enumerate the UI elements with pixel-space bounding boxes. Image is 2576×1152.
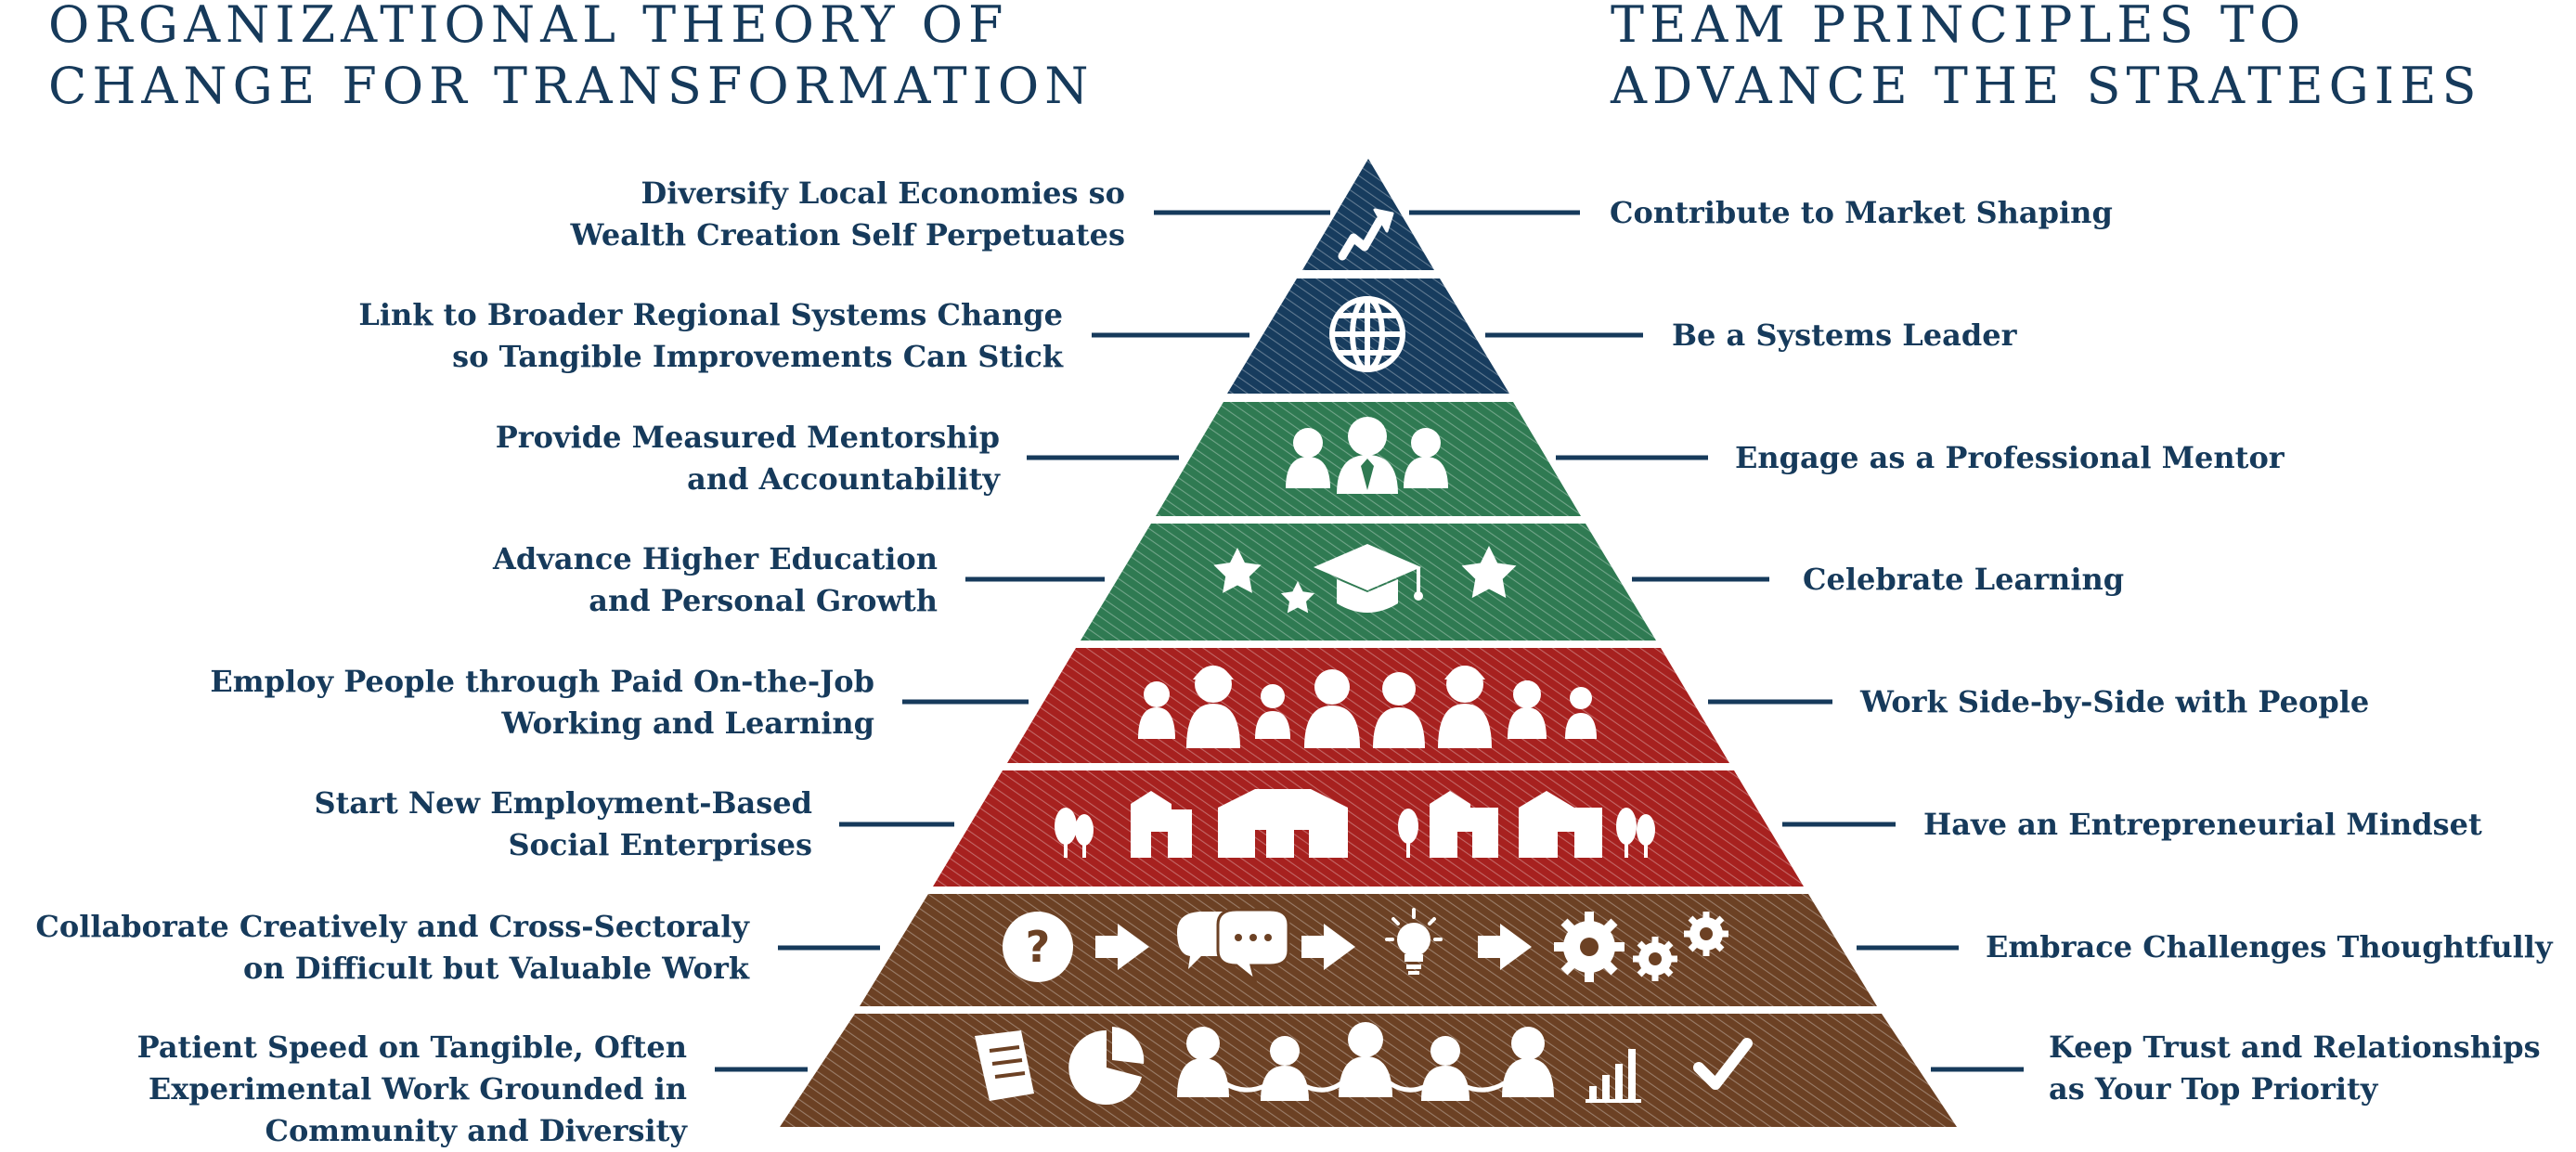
people-chain-icon — [1177, 1022, 1554, 1101]
strategy-label-8-line-3: Community and Diversity — [265, 1113, 687, 1148]
strategy-label-1: Diversify Local Economies so Wealth Crea… — [571, 173, 1126, 256]
principle-label-3: Engage as a Professional Mentor — [1735, 437, 2285, 479]
document-icon — [975, 1030, 1034, 1101]
worker-group-icon — [1138, 666, 1597, 748]
strategy-label-2-line-1: Link to Broader Regional Systems Change — [358, 297, 1063, 332]
strategy-label-3-line-1: Provide Measured Mentorship — [495, 420, 1000, 455]
strategy-label-6-line-1: Start New Employment-Based — [314, 785, 813, 821]
graduation-cap-icon — [1314, 544, 1423, 613]
tier-2-systems — [1092, 278, 1643, 394]
left-heading-line-1: ORGANIZATIONAL THEORY OF — [48, 0, 1009, 54]
star-icon — [1461, 546, 1517, 599]
strategy-label-5-line-2: Working and Learning — [501, 705, 874, 741]
strategy-label-4: Advance Higher Education and Personal Gr… — [493, 538, 938, 622]
speech-bubbles-icon — [1177, 908, 1290, 984]
star-icon — [1280, 581, 1315, 614]
tier-3-mentorship — [1027, 402, 1708, 516]
tier-1-market — [1154, 159, 1580, 270]
strategy-label-7: Collaborate Creatively and Cross-Sectora… — [35, 906, 749, 990]
strategy-label-6: Start New Employment-Based Social Enterp… — [315, 783, 813, 866]
right-heading: TEAM PRINCIPLES TO ADVANCE THE STRATEGIE… — [1611, 0, 2482, 117]
principle-label-8-line-1: Keep Trust and Relationships — [2049, 1029, 2541, 1065]
buildings-and-trees-icon — [1055, 789, 1655, 858]
bar-chart-icon — [1586, 1049, 1641, 1103]
principle-label-5-line-1: Work Side-by-Side with People — [1860, 684, 2370, 719]
principle-label-3-line-1: Engage as a Professional Mentor — [1735, 440, 2285, 475]
globe-icon — [1329, 296, 1405, 372]
star-icon — [1213, 548, 1262, 593]
tier-7-collaboration: ? — [778, 894, 1959, 1006]
mentor-group-icon — [1286, 417, 1448, 494]
principle-label-2-line-1: Be a Systems Leader — [1672, 317, 2017, 353]
tier-5-employment — [902, 648, 1832, 763]
svg-text:?: ? — [1026, 922, 1051, 972]
principle-label-7: Embrace Challenges Thoughtfully — [1986, 926, 2553, 968]
strategy-label-7-line-1: Collaborate Creatively and Cross-Sectora… — [35, 909, 749, 944]
arrow-icon — [1095, 924, 1149, 970]
arrow-icon — [1478, 924, 1532, 970]
strategy-label-5-line-1: Employ People through Paid On-the-Job — [210, 664, 874, 699]
strategy-label-4-line-1: Advance Higher Education — [493, 541, 938, 576]
trend-arrow-icon — [1338, 208, 1394, 261]
strategy-label-2-line-2: so Tangible Improvements Can Stick — [452, 339, 1063, 374]
principle-label-8-line-2: as Your Top Priority — [2049, 1071, 2378, 1107]
checkmark-icon — [1693, 1038, 1753, 1090]
principle-label-4-line-1: Celebrate Learning — [1803, 562, 2125, 597]
right-heading-line-2: ADVANCE THE STRATEGIES — [1611, 57, 2482, 115]
strategy-label-3: Provide Measured Mentorship and Accounta… — [496, 417, 1000, 500]
strategy-label-1-line-2: Wealth Creation Self Perpetuates — [570, 217, 1126, 252]
strategy-label-8: Patient Speed on Tangible, Often Experim… — [137, 1027, 687, 1152]
principle-label-5: Work Side-by-Side with People — [1860, 681, 2369, 723]
question-icon: ? — [1003, 912, 1073, 982]
tier-6-enterprises — [839, 770, 1896, 887]
tier-4-education — [965, 524, 1769, 641]
principle-label-6: Have an Entrepreneurial Mindset — [1923, 804, 2482, 846]
tier-8-trust — [715, 1014, 2024, 1127]
strategy-label-4-line-2: and Personal Growth — [589, 583, 938, 618]
gears-icon — [1554, 912, 1728, 982]
principle-label-1-line-1: Contribute to Market Shaping — [1610, 195, 2113, 230]
strategy-label-7-line-2: on Difficult but Valuable Work — [243, 951, 749, 986]
strategy-label-8-line-1: Patient Speed on Tangible, Often — [136, 1029, 687, 1065]
left-heading-line-2: CHANGE FOR TRANSFORMATION — [48, 57, 1094, 115]
lightbulb-icon — [1385, 908, 1443, 975]
arrow-icon — [1301, 924, 1355, 970]
strategy-label-1-line-1: Diversify Local Economies so — [641, 175, 1125, 211]
principle-label-4: Celebrate Learning — [1803, 559, 2124, 601]
principle-label-7-line-1: Embrace Challenges Thoughtfully — [1986, 929, 2553, 964]
principle-label-2: Be a Systems Leader — [1672, 315, 2016, 356]
strategy-label-3-line-2: and Accountability — [687, 461, 1000, 497]
strategy-label-6-line-2: Social Enterprises — [508, 827, 812, 862]
strategy-label-5: Employ People through Paid On-the-Job Wo… — [210, 661, 874, 744]
strategy-label-2: Link to Broader Regional Systems Change … — [358, 294, 1063, 378]
pie-chart-icon — [1068, 1027, 1145, 1105]
principle-label-6-line-1: Have an Entrepreneurial Mindset — [1923, 807, 2482, 842]
right-heading-line-1: TEAM PRINCIPLES TO — [1611, 0, 2307, 54]
strategy-label-8-line-2: Experimental Work Grounded in — [148, 1071, 687, 1107]
principle-label-1: Contribute to Market Shaping — [1610, 192, 2113, 234]
principle-label-8: Keep Trust and Relationships as Your Top… — [2049, 1027, 2541, 1110]
left-heading: ORGANIZATIONAL THEORY OF CHANGE FOR TRAN… — [48, 0, 1094, 117]
